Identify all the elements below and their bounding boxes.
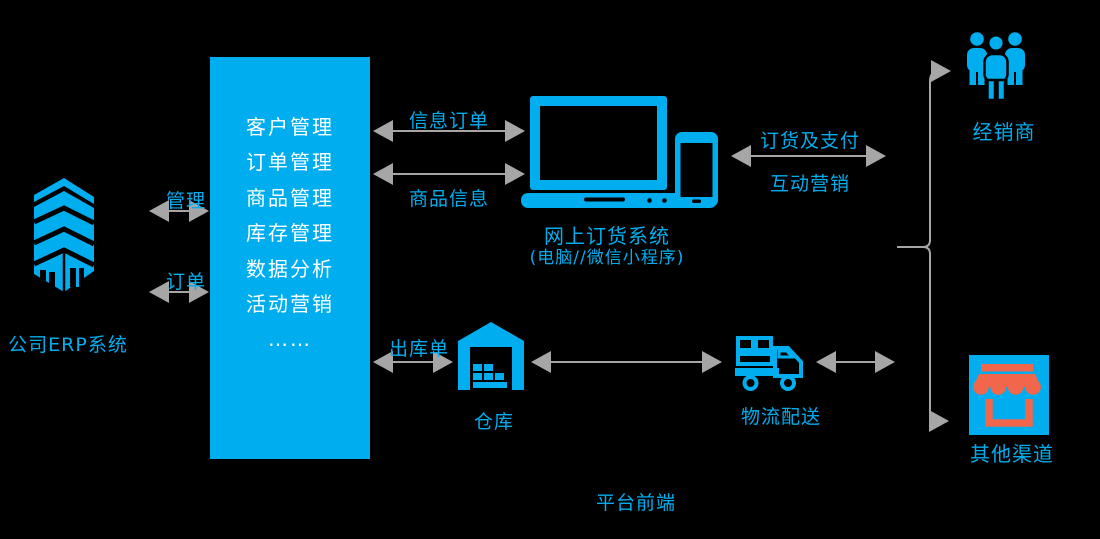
ordering-system-subtitle: (电脑//微信小程序) (529, 248, 685, 268)
platform-item: 活动营销 (246, 291, 334, 316)
link-order-pay-label: 订货及支付 (759, 130, 861, 152)
ordering-system-name: 网上订货系统 (544, 224, 670, 248)
logistics-label: 物流配送 (740, 406, 822, 428)
dealer-label: 经销商 (972, 120, 1036, 144)
erp-link-top-label: 管理 (165, 190, 207, 212)
erp-link-bottom-label: 订单 (165, 271, 207, 293)
link-info-order-label: 信息订单 (408, 110, 490, 132)
footer-caption: 平台前端 (595, 492, 677, 514)
truck-icon (735, 336, 803, 391)
platform-item: 商品管理 (246, 185, 334, 210)
link-product-info-label: 商品信息 (408, 188, 490, 210)
connector-to-channels (897, 246, 949, 432)
erp-label: 公司ERP系统 (8, 334, 128, 356)
platform-item: 订单管理 (246, 150, 334, 175)
platform-item: 数据分析 (246, 256, 334, 281)
outbound-label: 出库单 (388, 338, 450, 360)
warehouse-icon (458, 322, 524, 390)
platform-item: 客户管理 (246, 115, 334, 139)
desktop-phone-icon (521, 96, 718, 208)
platform-item-ellipsis: …… (268, 327, 312, 352)
channels-label: 其他渠道 (970, 442, 1054, 466)
link-marketing-label: 互动营销 (769, 173, 851, 195)
platform-item: 库存管理 (246, 221, 334, 246)
connector-to-dealer (897, 60, 951, 248)
storefront-icon (969, 355, 1049, 435)
platform-module-box: 客户管理 订单管理 商品管理 库存管理 数据分析 活动营销 …… (210, 57, 370, 459)
warehouse-label: 仓库 (473, 411, 515, 433)
people-icon (967, 32, 1025, 102)
building-icon (32, 178, 96, 292)
